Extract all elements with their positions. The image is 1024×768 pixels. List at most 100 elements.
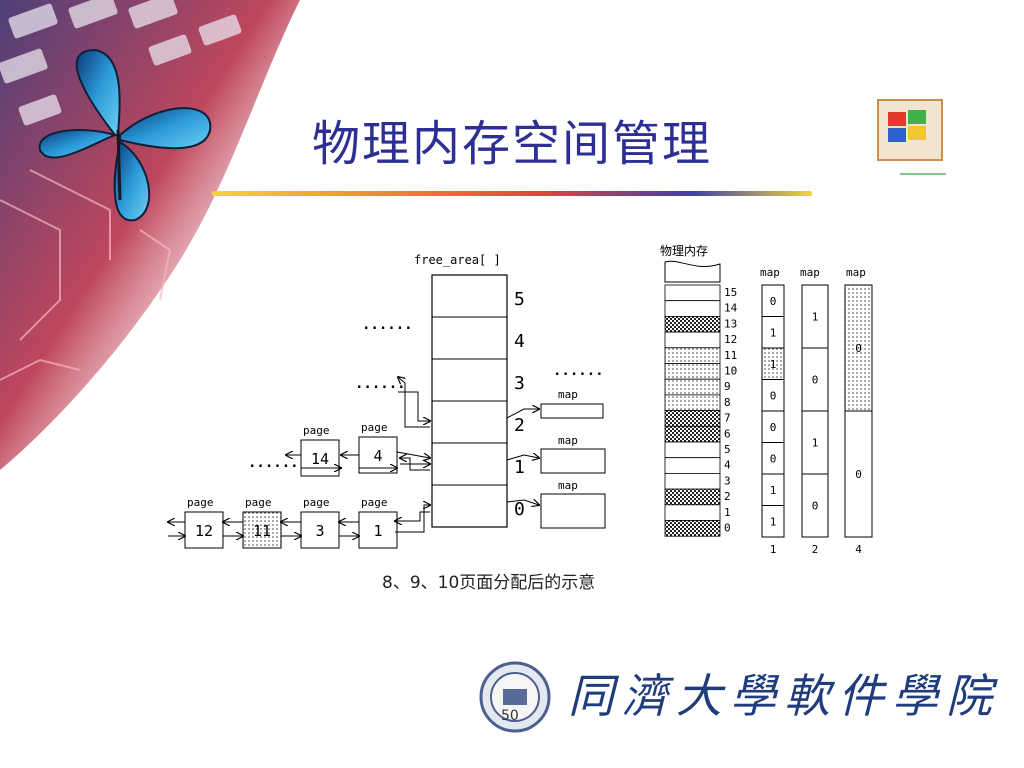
memory-frame-1 xyxy=(664,504,721,521)
map-bit-value: 1 xyxy=(770,515,777,528)
frame-number-2: 2 xyxy=(724,490,731,503)
frame-number-10: 10 xyxy=(724,365,737,378)
map-bit-value: 1 xyxy=(770,358,777,371)
map-box-2 xyxy=(540,403,604,419)
ellipsis-row1: ...... xyxy=(248,455,299,471)
map-bit-value: 0 xyxy=(812,374,819,387)
memory-frame-14 xyxy=(664,300,721,317)
map-order-label-1: 1 xyxy=(770,543,777,556)
memory-frame-6 xyxy=(664,425,721,443)
map-bit-value: 0 xyxy=(770,452,777,465)
frame-number-11: 11 xyxy=(724,349,737,362)
page-box xyxy=(300,511,340,549)
map-order-label-4: 4 xyxy=(855,543,862,556)
map-bit-value: 0 xyxy=(770,421,777,434)
free-area-index-5: 5 xyxy=(514,289,525,310)
memory-frame-13 xyxy=(664,315,721,333)
free-area-indices: 5 4 3 2 1 0 xyxy=(514,289,525,520)
page-number-12: 12 xyxy=(195,522,213,540)
frame-number-14: 14 xyxy=(724,302,738,315)
memory-frame-9 xyxy=(664,378,721,396)
page-label: page xyxy=(361,496,388,509)
memory-frame-4 xyxy=(664,457,721,474)
link-arrow xyxy=(396,451,430,458)
frame-number-0: 0 xyxy=(724,522,731,535)
frame-number-1: 1 xyxy=(724,506,731,519)
free-area-index-0: 0 xyxy=(514,499,525,520)
map-label-0: map xyxy=(558,479,578,492)
free-area-cells xyxy=(432,316,507,486)
free-area-index-4: 4 xyxy=(514,331,525,352)
page-number: 50 xyxy=(501,708,519,724)
ellipsis-5: ...... xyxy=(362,317,413,333)
free-area-index-2: 2 xyxy=(514,415,525,436)
page-box xyxy=(242,511,282,549)
map-column-header: map xyxy=(846,266,866,279)
memory-frame-11 xyxy=(664,347,721,364)
map-bit-value: 0 xyxy=(770,389,777,402)
memory-frame-3 xyxy=(664,472,721,490)
free-area-index-3: 3 xyxy=(514,373,525,394)
page-number-11: 11 xyxy=(253,522,271,540)
page-box xyxy=(300,439,340,477)
map-bit-value: 1 xyxy=(812,437,819,450)
map-bit-value: 0 xyxy=(770,295,777,308)
page-label: page xyxy=(303,424,330,437)
frame-number-5: 5 xyxy=(724,443,731,456)
map-bit-value: 1 xyxy=(770,484,777,497)
memory-frame-8 xyxy=(664,394,721,411)
frame-number-13: 13 xyxy=(724,317,737,330)
frame-number-6: 6 xyxy=(724,427,731,440)
page-number-4: 4 xyxy=(373,447,382,465)
page-label: page xyxy=(245,496,272,509)
map-label-1: map xyxy=(558,434,578,447)
physical-memory-frames xyxy=(664,284,721,537)
map-bit-value: 0 xyxy=(855,468,862,481)
map-bit-value: 1 xyxy=(770,326,777,339)
mem-title: 物理内存 xyxy=(660,244,708,258)
school-name: 同濟大學軟件學院 xyxy=(568,669,1000,723)
free-area-label: free_area[ ] xyxy=(414,253,501,267)
page-title: 物理内存空间管理 xyxy=(312,116,713,172)
map-bit-value: 0 xyxy=(812,500,819,513)
frame-number-4: 4 xyxy=(724,459,731,472)
page-number-1: 1 xyxy=(373,522,382,540)
page-list-order-1: page 14 page 4 xyxy=(286,421,430,477)
figure-caption: 8、9、10页面分配后的示意 xyxy=(382,573,596,593)
frame-number-3: 3 xyxy=(724,474,731,487)
memory-frame-12 xyxy=(664,331,721,349)
memory-frame-15 xyxy=(664,284,721,302)
frame-number-8: 8 xyxy=(724,396,731,409)
memory-frame-7 xyxy=(664,410,721,427)
page-box xyxy=(184,511,224,549)
ellipsis-map: ...... xyxy=(553,363,604,379)
frame-number-15: 15 xyxy=(724,286,737,299)
memory-frame-10 xyxy=(664,363,721,380)
memory-frame-5 xyxy=(664,441,721,459)
free-area-index-1: 1 xyxy=(514,457,525,478)
ellipsis-3: ...... xyxy=(355,376,406,392)
memory-frame-0 xyxy=(664,520,721,537)
map-column-header: map xyxy=(760,266,780,279)
map-box-1 xyxy=(540,448,606,474)
page-label: page xyxy=(361,421,388,434)
university-seal-icon xyxy=(479,661,551,733)
page-label: page xyxy=(303,496,330,509)
page-number-14: 14 xyxy=(311,450,329,468)
map-bit-value: 0 xyxy=(855,342,862,355)
frame-number-12: 12 xyxy=(724,333,737,346)
map-bit-shaded xyxy=(844,284,873,412)
map-box-0 xyxy=(540,493,606,529)
map-column-header: map xyxy=(800,266,820,279)
memory-frame-2 xyxy=(664,488,721,506)
frame-number-9: 9 xyxy=(724,380,731,393)
page-number-3: 3 xyxy=(315,522,324,540)
windows-logo-icon xyxy=(877,99,946,175)
map-order-label-2: 2 xyxy=(812,543,819,556)
